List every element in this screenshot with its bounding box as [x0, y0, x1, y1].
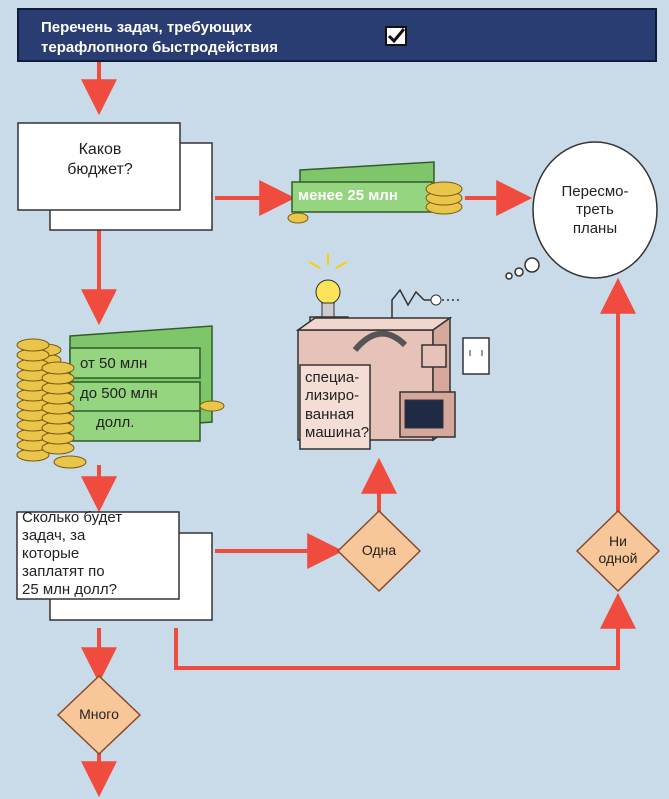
- coin-icon: [16, 338, 50, 352]
- special-machine-line3: ванная: [305, 405, 355, 423]
- arrow-tasks-to-none: [174, 592, 636, 670]
- tasks-question-line4: заплатят по: [22, 563, 105, 580]
- decision-none-label: Ни одной: [578, 533, 658, 567]
- revise-line1: Пересмо-: [561, 183, 629, 200]
- tasks-question-label: Сколько будет задач, за которые заплатят…: [22, 509, 122, 599]
- budget-question-line1: Каков: [78, 141, 122, 158]
- decision-none-diamond: [575, 509, 661, 593]
- header-box: Перечень задач, требующих терафлопного б…: [17, 8, 657, 62]
- revise-line2: треть: [576, 201, 614, 219]
- decision-none-line2: одной: [598, 550, 638, 567]
- checkbox-icon: [385, 26, 407, 46]
- big-budget-line2: до 500 млн: [80, 385, 158, 402]
- revise-line3: планы: [572, 219, 618, 237]
- budget-question-line2: бюджет?: [67, 160, 133, 178]
- power-socket-icon: [462, 337, 490, 375]
- coin-stacks-icon: [16, 338, 75, 462]
- big-budget-label: от 50 млн до 500 млн долл.: [80, 354, 158, 432]
- monitor-icon: [404, 399, 444, 429]
- header-title-line2: терафлопного быстродействия: [41, 38, 278, 56]
- header-title-line1: Перечень задач, требующих: [41, 19, 252, 36]
- connectors: [81, 62, 636, 798]
- decision-none-line1: Ни: [609, 533, 627, 549]
- big-budget-line3: долл.: [96, 414, 135, 431]
- money-stack-big-icon: [53, 325, 225, 469]
- plug-icon: [430, 294, 442, 306]
- tasks-question-line5: 25 млн долл?: [22, 581, 117, 598]
- header-title: Перечень задач, требующих терафлопного б…: [41, 18, 278, 57]
- special-machine-line4: машина?: [305, 423, 370, 441]
- decision-one-diamond: [336, 509, 422, 593]
- decision-many-diamond: [56, 674, 142, 756]
- special-machine-line1: специа-: [305, 369, 360, 386]
- revise-plans-label: Пересмо- треть планы: [545, 183, 645, 238]
- decision-one-label: Одна: [361, 542, 397, 558]
- revise-plans-bubble: [505, 141, 658, 280]
- tasks-question-line2: задач, за: [22, 527, 86, 544]
- budget-question-label: Каков бюджет?: [30, 140, 170, 179]
- light-bulb-icon: [315, 279, 341, 305]
- special-machine-label: специа- лизиро- ванная машина?: [305, 369, 369, 442]
- special-machine-illustration: [295, 253, 490, 450]
- money-stack-small-icon: [287, 161, 463, 224]
- tasks-question-paper: [16, 511, 213, 621]
- big-budget-line1: от 50 млн: [80, 355, 148, 372]
- decision-many-label: Много: [79, 706, 119, 722]
- special-machine-line2: лизиро-: [305, 387, 360, 405]
- coin-icon: [41, 361, 75, 375]
- budget-question-paper: [17, 122, 213, 231]
- tasks-question-line3: которые: [22, 545, 80, 562]
- small-budget-label: менее 25 млн: [298, 187, 398, 204]
- tasks-question-line1: Сколько будет: [22, 509, 123, 526]
